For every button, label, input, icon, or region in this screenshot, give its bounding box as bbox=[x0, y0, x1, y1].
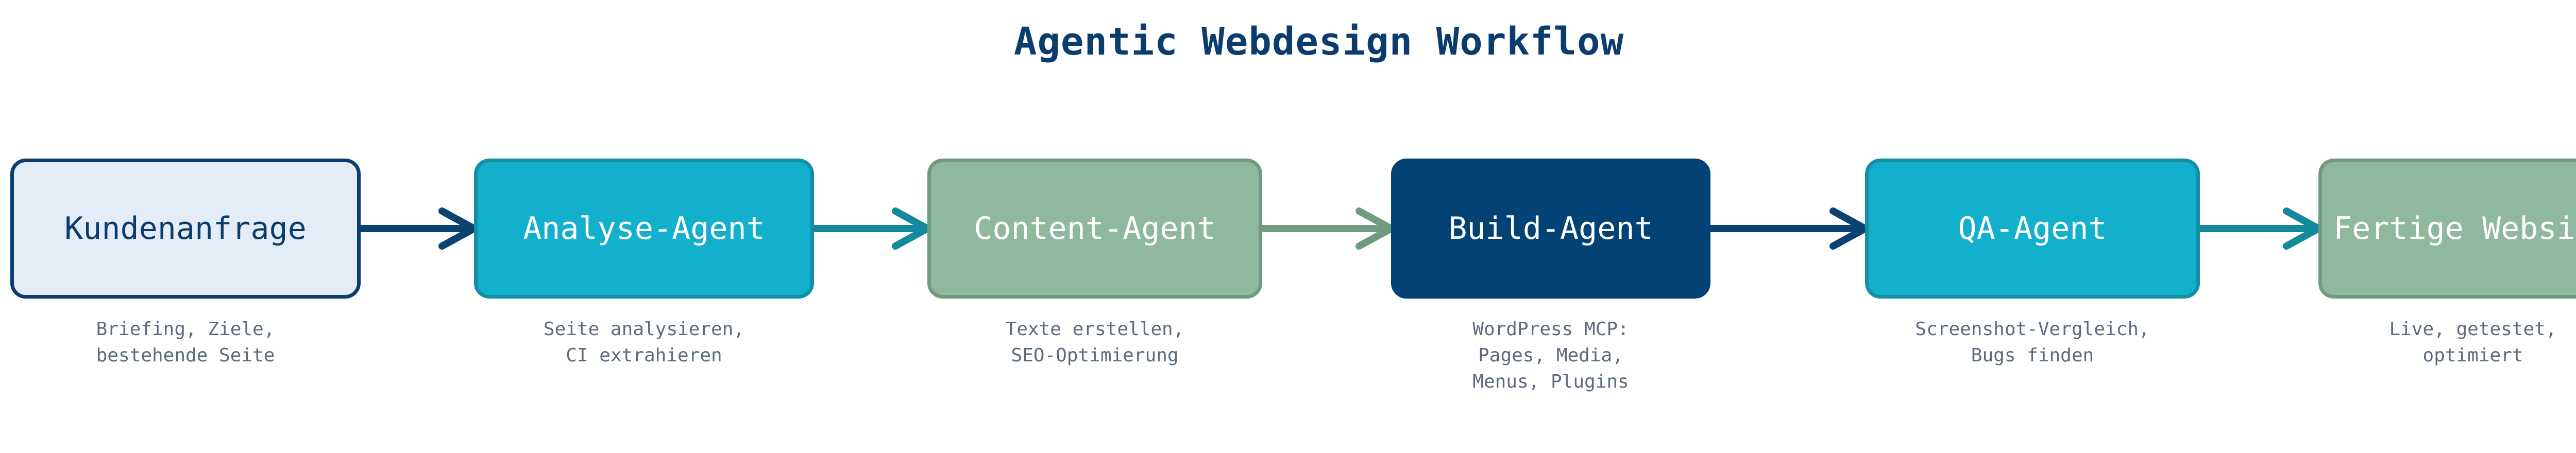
node-label-kundenanfrage: Kundenanfrage bbox=[64, 211, 307, 247]
node-caption-build-agent: WordPress MCP: Pages, Media, Menus, Plug… bbox=[1472, 319, 1629, 393]
node-label-build-agent: Build-Agent bbox=[1448, 211, 1653, 247]
node-caption-qa-agent: Screenshot-Vergleich, Bugs finden bbox=[1915, 319, 2150, 367]
node-box-kundenanfrage[interactable]: Kundenanfrage bbox=[10, 159, 361, 299]
node-label-fertige-website: Fertige Website bbox=[2333, 211, 2576, 247]
node-caption-kundenanfrage: Briefing, Ziele, bestehende Seite bbox=[96, 319, 275, 367]
node-box-build-agent[interactable]: Build-Agent bbox=[1391, 159, 1710, 299]
node-box-content-agent[interactable]: Content-Agent bbox=[927, 159, 1262, 299]
node-label-analyse-agent: Analyse-Agent bbox=[523, 211, 765, 247]
node-box-qa-agent[interactable]: QA-Agent bbox=[1865, 159, 2200, 299]
node-caption-fertige-website: Live, getestet, optimiert bbox=[2389, 319, 2557, 367]
node-label-content-agent: Content-Agent bbox=[974, 211, 1216, 247]
node-fertige-website[interactable]: Fertige WebsiteLive, getestet, optimiert bbox=[2318, 159, 2576, 369]
node-box-fertige-website[interactable]: Fertige Website bbox=[2318, 159, 2576, 299]
node-caption-content-agent: Texte erstellen, SEO-Optimierung bbox=[1005, 319, 1184, 367]
node-caption-analyse-agent: Seite analysieren, CI extrahieren bbox=[543, 319, 745, 367]
node-label-qa-agent: QA-Agent bbox=[1958, 211, 2107, 247]
page-title: Agentic Webdesign Workflow bbox=[1013, 20, 1624, 64]
node-box-analyse-agent[interactable]: Analyse-Agent bbox=[474, 159, 814, 299]
